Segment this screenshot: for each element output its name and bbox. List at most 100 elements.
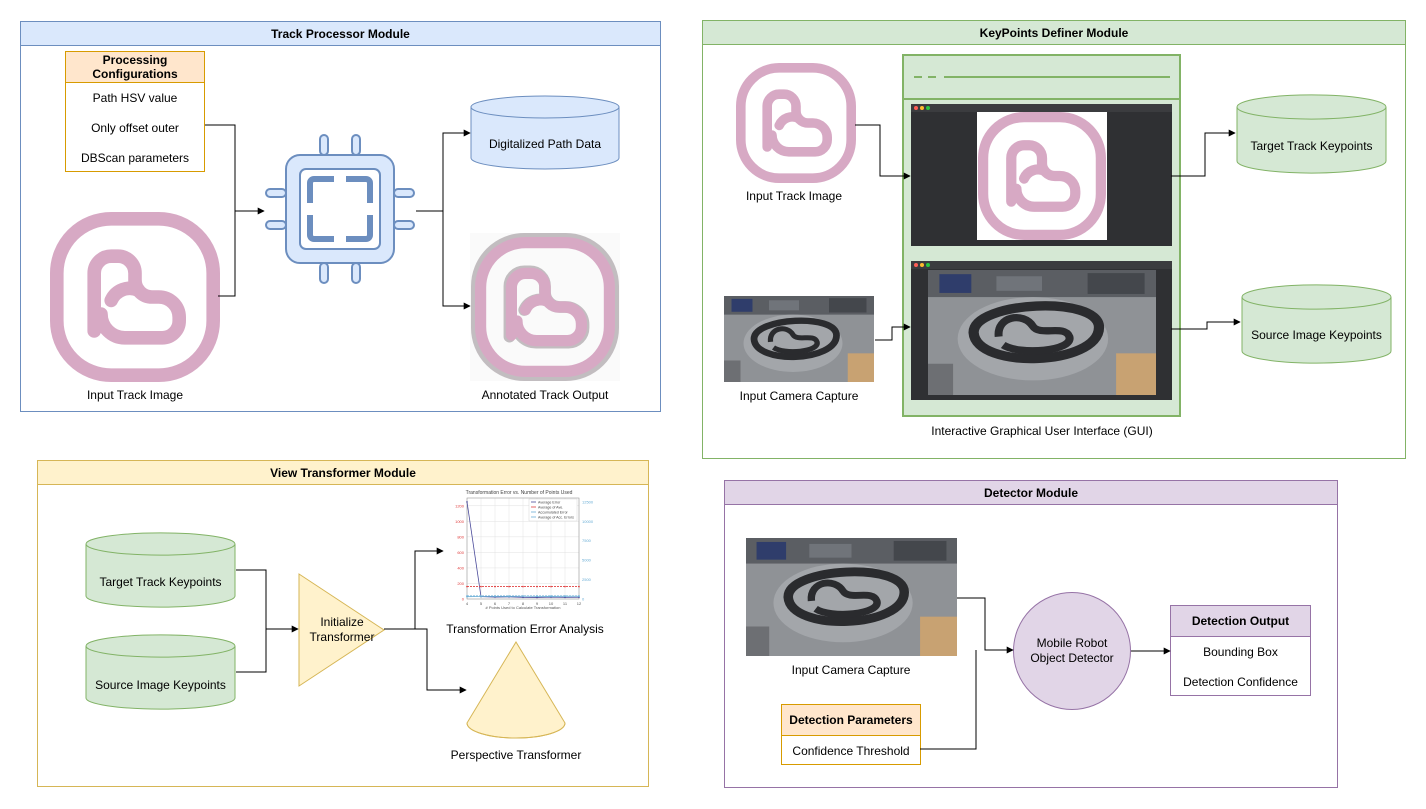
chart-point bbox=[578, 595, 580, 597]
annotated-track-output-image bbox=[470, 233, 620, 381]
chart-x-tick-label: 11 bbox=[563, 601, 568, 606]
config-item-offset: Only offset outer bbox=[91, 121, 179, 135]
chart-point bbox=[466, 585, 468, 588]
chart-point bbox=[466, 595, 468, 597]
gui-toolbar-dash-1 bbox=[914, 76, 922, 78]
chart-x-tick-label: 6 bbox=[494, 601, 497, 606]
chart-x-axis-label: # Points Used to Calculate Transformatio… bbox=[486, 605, 561, 610]
detection-parameters-title: Detection Parameters bbox=[782, 705, 920, 736]
digitalized-path-data-label: Digitalized Path Data bbox=[488, 137, 602, 151]
chart-x-tick-label: 4 bbox=[466, 601, 469, 606]
vt-target-keypoints-label: Target Track Keypoints bbox=[99, 575, 222, 589]
chart-y-left-tick-label: 800 bbox=[457, 534, 464, 539]
chart-point bbox=[536, 595, 538, 597]
chart-caption: Transformation Error Analysis bbox=[446, 622, 604, 636]
kd-source-keypoints-db: Source Image Keypoints bbox=[1241, 284, 1392, 364]
chart-y-right-tick-label: 10000 bbox=[582, 519, 594, 524]
chart-y-left-tick-label: 600 bbox=[457, 550, 464, 555]
chart-point bbox=[522, 585, 524, 588]
view-transformer-title: View Transformer Module bbox=[38, 461, 648, 485]
track-processor-title: Track Processor Module bbox=[21, 22, 660, 46]
chart-point bbox=[466, 501, 468, 503]
chart-y-right-tick-label: 0 bbox=[582, 597, 585, 602]
gui-camera-panel bbox=[911, 261, 1172, 400]
chart-y-right-tick-label: 7500 bbox=[582, 538, 592, 543]
input-track-image bbox=[50, 212, 220, 382]
chart-x-tick-label: 8 bbox=[522, 601, 525, 606]
chart-point bbox=[480, 595, 482, 597]
chart-legend-box bbox=[528, 498, 578, 522]
chart-point bbox=[536, 585, 538, 588]
object-detector-label: Mobile Robot Object Detector bbox=[1030, 636, 1114, 665]
processing-configurations-title: Processing Configurations bbox=[66, 52, 204, 83]
gui-window bbox=[902, 54, 1181, 417]
detector-input-camera-capture bbox=[746, 538, 957, 656]
chart-point bbox=[578, 585, 580, 588]
kd-target-keypoints-db: Target Track Keypoints bbox=[1236, 94, 1387, 174]
chart-point bbox=[522, 595, 524, 597]
gui-toolbar-progress bbox=[944, 76, 1170, 78]
chart-point bbox=[508, 585, 510, 588]
chart-x-tick-label: 10 bbox=[549, 601, 554, 606]
chart-plot-frame bbox=[466, 497, 580, 600]
kd-input-track-image bbox=[736, 63, 856, 183]
processing-configurations-box: Processing Configurations Path HSV value… bbox=[65, 51, 205, 172]
chart-point bbox=[550, 595, 552, 597]
gui-track-panel bbox=[911, 104, 1172, 246]
chart-y-right-tick-label: 2500 bbox=[582, 577, 592, 582]
chart-x-tick-label: 12 bbox=[577, 601, 582, 606]
chart-legend-label: Average of Acc. Errors bbox=[538, 516, 574, 520]
chart-legend-label: Accumulated Error bbox=[538, 511, 569, 515]
chart-point bbox=[508, 595, 510, 597]
chart-point bbox=[564, 595, 566, 597]
vt-source-keypoints-label: Source Image Keypoints bbox=[95, 678, 226, 692]
digitalized-path-data-db: Digitalized Path Data bbox=[470, 95, 620, 170]
chart-legend-label: Average of Ave. bbox=[538, 506, 563, 510]
chart-y-right-tick-label: 12500 bbox=[582, 499, 594, 504]
output-detection-confidence: Detection Confidence bbox=[1183, 675, 1298, 689]
perspective-transformer-cone bbox=[466, 641, 566, 739]
input-track-label: Input Track Image bbox=[86, 388, 184, 402]
cpu-chip-icon bbox=[265, 134, 415, 284]
gui-label: Interactive Graphical User Interface (GU… bbox=[931, 424, 1153, 438]
chart-x-tick-label: 7 bbox=[508, 601, 511, 606]
gui-track-canvas bbox=[977, 112, 1107, 240]
config-item-hsv: Path HSV value bbox=[92, 91, 178, 105]
chart-legend-label: Average Error bbox=[538, 501, 561, 505]
chart-x-tick-label: 5 bbox=[480, 601, 483, 606]
chart-x-tick-label: 9 bbox=[536, 601, 539, 606]
output-bounding-box: Bounding Box bbox=[1203, 645, 1278, 659]
perspective-transformer-label: Perspective Transformer bbox=[450, 748, 582, 762]
gui-toolbar-dash-2 bbox=[928, 76, 936, 78]
initialize-transformer-triangle bbox=[298, 573, 385, 687]
chart-point bbox=[494, 595, 496, 597]
kd-input-camera-label: Input Camera Capture bbox=[739, 389, 859, 403]
annotated-track-output-label: Annotated Track Output bbox=[481, 388, 609, 402]
detection-output-title: Detection Output bbox=[1171, 606, 1310, 637]
error-analysis-chart: Transformation Error vs. Number of Point… bbox=[443, 486, 596, 610]
chart-y-left-tick-label: 1000 bbox=[455, 519, 465, 524]
gui-toolbar bbox=[904, 56, 1179, 100]
detector-title: Detector Module bbox=[725, 481, 1337, 505]
chart-y-left-tick-label: 1200 bbox=[455, 503, 465, 508]
kd-input-camera-capture bbox=[724, 296, 874, 382]
kd-target-keypoints-label: Target Track Keypoints bbox=[1250, 139, 1373, 153]
chart-title: Transformation Error vs. Number of Point… bbox=[466, 490, 573, 496]
chart-point bbox=[564, 585, 566, 588]
chart-y-left-tick-label: 0 bbox=[462, 597, 465, 602]
kd-input-track-label: Input Track Image bbox=[745, 189, 843, 203]
initialize-transformer-label: Initialize Transformer bbox=[309, 615, 375, 644]
chart-y-left-tick-label: 400 bbox=[457, 565, 464, 570]
detector-input-camera-label: Input Camera Capture bbox=[791, 663, 911, 677]
chart-point bbox=[494, 585, 496, 588]
vt-source-keypoints-db: Source Image Keypoints bbox=[85, 634, 236, 710]
vt-target-keypoints-db: Target Track Keypoints bbox=[85, 532, 236, 608]
kd-source-keypoints-label: Source Image Keypoints bbox=[1251, 328, 1382, 342]
chart-point bbox=[480, 585, 482, 588]
chart-point bbox=[550, 585, 552, 588]
detection-parameters-box: Detection Parameters Confidence Threshol… bbox=[781, 704, 921, 765]
keypoints-definer-title: KeyPoints Definer Module bbox=[703, 21, 1405, 45]
detection-output-box: Detection Output Bounding Box Detection … bbox=[1170, 605, 1311, 696]
config-item-dbscan: DBScan parameters bbox=[80, 151, 190, 165]
gui-camera-canvas bbox=[928, 270, 1156, 395]
